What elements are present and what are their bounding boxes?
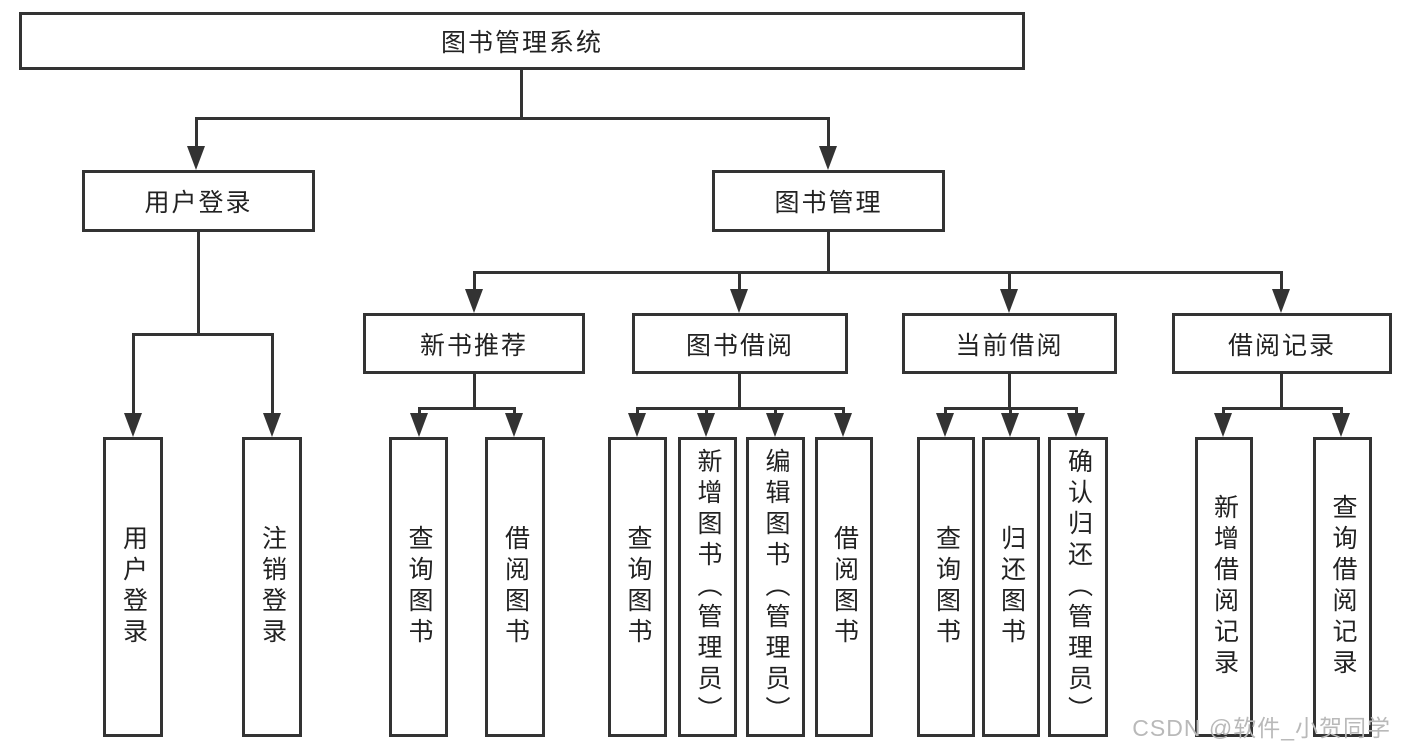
arrow-down-leaf-query3	[936, 413, 954, 437]
arrow-down-leaf-logout	[263, 413, 281, 437]
edge-to-leaf-add-record	[1222, 407, 1225, 417]
arrow-down-leaf-query2	[628, 413, 646, 437]
edge-to-borrowing-records	[1280, 271, 1283, 293]
edge-records-split	[1222, 407, 1342, 410]
leaf-borrow-books-borrowing-label: 借阅图书	[830, 525, 859, 649]
leaf-add-borrow-record: 新增借阅记录	[1195, 437, 1253, 737]
edge-user-login-split	[132, 333, 274, 336]
leaf-confirm-return-admin: 确认归还（管理员）	[1048, 437, 1108, 737]
arrow-down-book-management	[819, 146, 837, 170]
node-root-system: 图书管理系统	[19, 12, 1025, 70]
arrow-down-borrowing-records	[1272, 289, 1290, 313]
edge-current-stub	[1008, 374, 1011, 410]
edge-to-current-borrowing	[1008, 271, 1011, 293]
leaf-logout-label: 注销登录	[258, 525, 287, 649]
leaf-user-login-label: 用户登录	[119, 525, 148, 649]
edge-book-borrowing-split	[636, 407, 845, 410]
leaf-return-book: 归还图书	[982, 437, 1040, 737]
leaf-query-borrow-record: 查询借阅记录	[1313, 437, 1372, 737]
edge-root-stub	[520, 70, 523, 118]
leaf-confirm-return-admin-label: 确认归还（管理员）	[1064, 447, 1093, 727]
edge-to-new-book	[473, 271, 476, 293]
arrow-down-leaf-borrow1	[505, 413, 523, 437]
edge-to-leaf-query3	[944, 407, 947, 417]
node-borrowing-records: 借阅记录	[1172, 313, 1392, 374]
node-book-borrowing-label: 图书借阅	[685, 331, 794, 360]
arrow-down-leaf-user-login	[124, 413, 142, 437]
edge-records-stub	[1280, 374, 1283, 410]
leaf-user-login: 用户登录	[103, 437, 163, 737]
node-user-login-branch: 用户登录	[82, 170, 315, 232]
arrow-down-book-borrowing	[730, 289, 748, 313]
leaf-query-books-borrowing: 查询图书	[608, 437, 667, 737]
arrow-down-leaf-query1	[410, 413, 428, 437]
edge-book-borrowing-stub	[738, 374, 741, 410]
edge-book-mgmt-split	[473, 271, 1283, 274]
edge-book-mgmt-stub	[827, 232, 830, 274]
leaf-query-books-recommend: 查询图书	[389, 437, 448, 737]
edge-to-leaf-logout	[271, 333, 274, 415]
edge-new-book-stub	[473, 374, 476, 410]
leaf-borrow-books-recommend: 借阅图书	[485, 437, 545, 737]
arrow-down-new-book	[465, 289, 483, 313]
edge-to-leaf-return	[1009, 407, 1012, 417]
leaf-add-book-admin: 新增图书（管理员）	[678, 437, 737, 737]
edge-to-leaf-query-record	[1340, 407, 1343, 417]
edge-to-book-borrowing	[738, 271, 741, 293]
arrow-down-leaf-add-book	[697, 413, 715, 437]
arrow-down-leaf-borrow2	[834, 413, 852, 437]
edge-new-book-split	[418, 407, 516, 410]
edge-to-leaf-borrow1	[513, 407, 516, 417]
leaf-add-book-admin-label: 新增图书（管理员）	[694, 447, 722, 727]
leaf-query-borrow-record-label: 查询借阅记录	[1329, 494, 1357, 680]
leaf-edit-book-admin-label: 编辑图书（管理员）	[762, 447, 790, 727]
node-current-borrowing-label: 当前借阅	[955, 331, 1064, 360]
leaf-query-books-current: 查询图书	[917, 437, 975, 737]
node-book-management-label: 图书管理	[774, 189, 883, 217]
edge-to-leaf-edit-book	[774, 407, 777, 417]
leaf-logout: 注销登录	[242, 437, 302, 737]
arrow-down-leaf-return	[1001, 413, 1019, 437]
edge-to-leaf-query1	[418, 407, 421, 417]
csdn-watermark: CSDN @软件_小贺同学	[1132, 715, 1391, 741]
node-new-book-recommend-label: 新书推荐	[419, 331, 528, 360]
arrow-down-leaf-edit-book	[766, 413, 784, 437]
leaf-return-book-label: 归还图书	[997, 525, 1026, 649]
edge-to-leaf-user-login	[132, 333, 135, 415]
arrow-down-leaf-query-record	[1332, 413, 1350, 437]
node-new-book-recommend: 新书推荐	[363, 313, 585, 374]
leaf-add-borrow-record-label: 新增借阅记录	[1210, 494, 1239, 680]
edge-to-book-management	[827, 117, 830, 149]
arrow-down-leaf-confirm-return	[1067, 413, 1085, 437]
arrow-down-leaf-add-record	[1214, 413, 1232, 437]
edge-to-leaf-confirm-return	[1075, 407, 1078, 417]
arrow-down-current-borrowing	[1000, 289, 1018, 313]
node-book-management: 图书管理	[712, 170, 945, 232]
node-borrowing-records-label: 借阅记录	[1227, 331, 1336, 360]
leaf-query-books-current-label: 查询图书	[932, 525, 961, 649]
edge-to-leaf-borrow2	[842, 407, 845, 417]
edge-to-leaf-add-book	[705, 407, 708, 417]
edge-user-login-stub	[197, 232, 200, 336]
node-user-login-branch-label: 用户登录	[144, 189, 253, 217]
edge-root-split	[195, 117, 829, 120]
node-current-borrowing: 当前借阅	[902, 313, 1117, 374]
leaf-borrow-books-recommend-label: 借阅图书	[501, 525, 530, 649]
edge-to-user-login	[195, 117, 198, 149]
leaf-query-books-borrowing-label: 查询图书	[624, 525, 652, 649]
node-root-label: 图书管理系统	[440, 29, 603, 57]
leaf-borrow-books-borrowing: 借阅图书	[815, 437, 873, 737]
node-book-borrowing: 图书借阅	[632, 313, 848, 374]
arrow-down-user-login	[187, 146, 205, 170]
edge-to-leaf-query2	[636, 407, 639, 417]
leaf-query-books-recommend-label: 查询图书	[405, 525, 433, 649]
leaf-edit-book-admin: 编辑图书（管理员）	[746, 437, 805, 737]
